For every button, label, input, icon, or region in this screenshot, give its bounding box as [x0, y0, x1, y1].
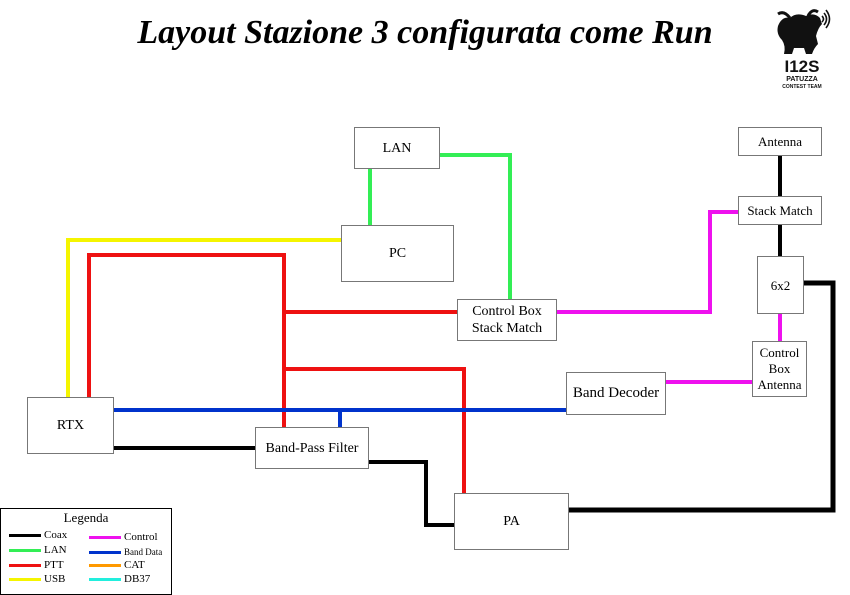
stack-match-box: Stack Match [738, 196, 822, 225]
legend: Legenda Coax LAN PTT USB Control Band Da… [0, 508, 172, 595]
radio-waves-icon [821, 9, 831, 29]
rtx-box: RTX [27, 397, 114, 454]
legend-item-control: Control [89, 530, 158, 544]
legend-item-usb: USB [9, 572, 65, 586]
switch-6x2-label: 6x2 [770, 277, 791, 293]
pc-box-label: PC [388, 246, 407, 261]
antenna-box: Antenna [738, 127, 822, 156]
antenna-box-label: Antenna [757, 134, 803, 149]
pc-box: PC [341, 225, 454, 282]
coax-cable-bpf-pa [368, 460, 455, 527]
lan-cable-lan-controlbox [440, 153, 512, 300]
rtx-box-label: RTX [56, 418, 85, 433]
control-box-stack-match-line2: Stack Match [471, 321, 543, 336]
ptt-cable-pa [284, 367, 466, 494]
legend-title: Legenda [63, 510, 109, 525]
legend-swatch-ptt [9, 563, 41, 567]
lan-box: LAN [354, 127, 440, 169]
stack-match-label: Stack Match [747, 203, 813, 218]
control-box-antenna-line1: Control [759, 345, 800, 360]
coax-cable-pa-6x2 [568, 280, 836, 513]
legend-swatch-coax [9, 533, 41, 537]
legend-item-db37: DB37 [89, 572, 150, 586]
control-box-stack-match-line1: Control Box [472, 304, 542, 319]
pa-box-label: PA [503, 514, 520, 529]
legend-item-ptt: PTT [9, 558, 64, 572]
legend-swatch-lan [9, 548, 41, 552]
band-pass-filter-box: Band-Pass Filter [255, 427, 369, 469]
legend-item-cat: CAT [89, 558, 145, 572]
control-box-antenna-line2: Box [768, 361, 791, 376]
pa-box: PA [454, 493, 569, 550]
switch-6x2-box: 6x2 [757, 256, 804, 314]
band-decoder-label: Band Decoder [572, 385, 660, 401]
legend-swatch-control [89, 535, 121, 539]
control-box-stack-match: Control Box Stack Match [457, 299, 557, 341]
control-box-antenna: Control Box Antenna [752, 341, 807, 397]
logo-line2: CONTEST TEAM [782, 84, 821, 90]
legend-swatch-usb [9, 577, 41, 581]
usb-cable-rtx-pc [66, 238, 342, 398]
logo-line1: PATUZZA [786, 76, 818, 83]
legend-item-band-data: Band Data [89, 545, 162, 559]
legend-swatch-cat [89, 563, 121, 567]
legend-item-coax: Coax [9, 528, 67, 542]
legend-swatch-band-data [89, 550, 121, 554]
bull-icon [777, 9, 822, 54]
bull-logo: I12S PATUZZA CONTEST TEAM [777, 9, 831, 90]
control-box-antenna-line3: Antenna [757, 377, 802, 392]
lan-box-label: LAN [382, 140, 412, 156]
ptt-cable-rtx-bpf [87, 253, 286, 428]
band-decoder-box: Band Decoder [566, 372, 666, 415]
legend-item-lan: LAN [9, 543, 67, 557]
legend-swatch-db37 [89, 577, 121, 581]
control-cable-stackmatch [556, 210, 738, 314]
logo-number: I12S [785, 57, 820, 76]
page-title: Layout Stazione 3 configurata come Run [137, 14, 713, 51]
band-pass-filter-label: Band-Pass Filter [265, 440, 359, 456]
